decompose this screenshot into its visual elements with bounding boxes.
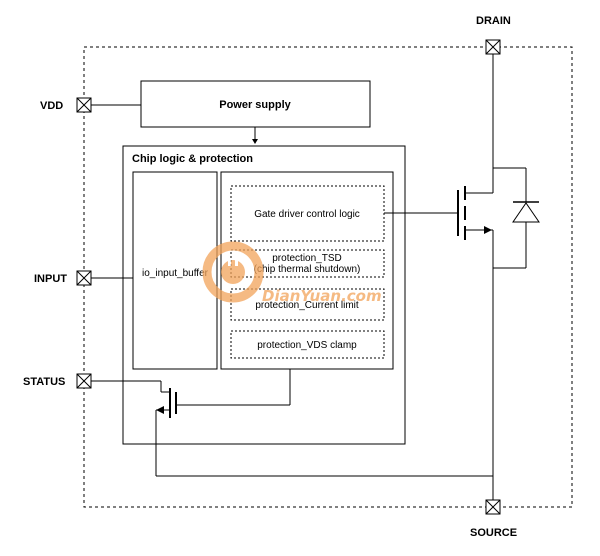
protection-current-block bbox=[230, 288, 385, 321]
source-label: SOURCE bbox=[470, 527, 517, 539]
power-mosfet bbox=[384, 54, 494, 500]
power-supply-block bbox=[140, 80, 371, 128]
vdd-pin bbox=[76, 97, 92, 113]
status-transistor-arrow bbox=[156, 406, 164, 414]
protection-current-label: protection_Current limit bbox=[255, 300, 359, 311]
power-arrow-head bbox=[252, 139, 258, 144]
source-pin bbox=[485, 499, 501, 515]
protection-tsd-label: protection_TSD bbox=[272, 253, 341, 264]
protection-vds-block bbox=[230, 330, 385, 359]
gate-driver-label: Gate driver control logic bbox=[254, 209, 360, 220]
drain-pin bbox=[485, 39, 501, 55]
protection-tsd-sublabel: (chip thermal shutdown) bbox=[254, 264, 361, 275]
body-diode bbox=[493, 167, 540, 269]
status-pin bbox=[76, 373, 92, 389]
mosfet-arrow bbox=[484, 226, 492, 234]
vdd-label: VDD bbox=[40, 100, 63, 112]
input-pin bbox=[76, 270, 92, 286]
status-label: STATUS bbox=[23, 376, 65, 388]
watermark-text: DianYuan.com bbox=[262, 287, 382, 305]
protection-vds-label: protection_VDS clamp bbox=[257, 340, 357, 351]
power-supply-label: Power supply bbox=[219, 99, 291, 111]
io-input-buffer-label: io_input_buffer bbox=[142, 268, 209, 279]
drain-label: DRAIN bbox=[476, 15, 511, 27]
dianyuan-watermark: DianYuan.com bbox=[202, 241, 382, 305]
input-label: INPUT bbox=[34, 273, 67, 285]
chip-logic-title: Chip logic & protection bbox=[132, 153, 253, 165]
